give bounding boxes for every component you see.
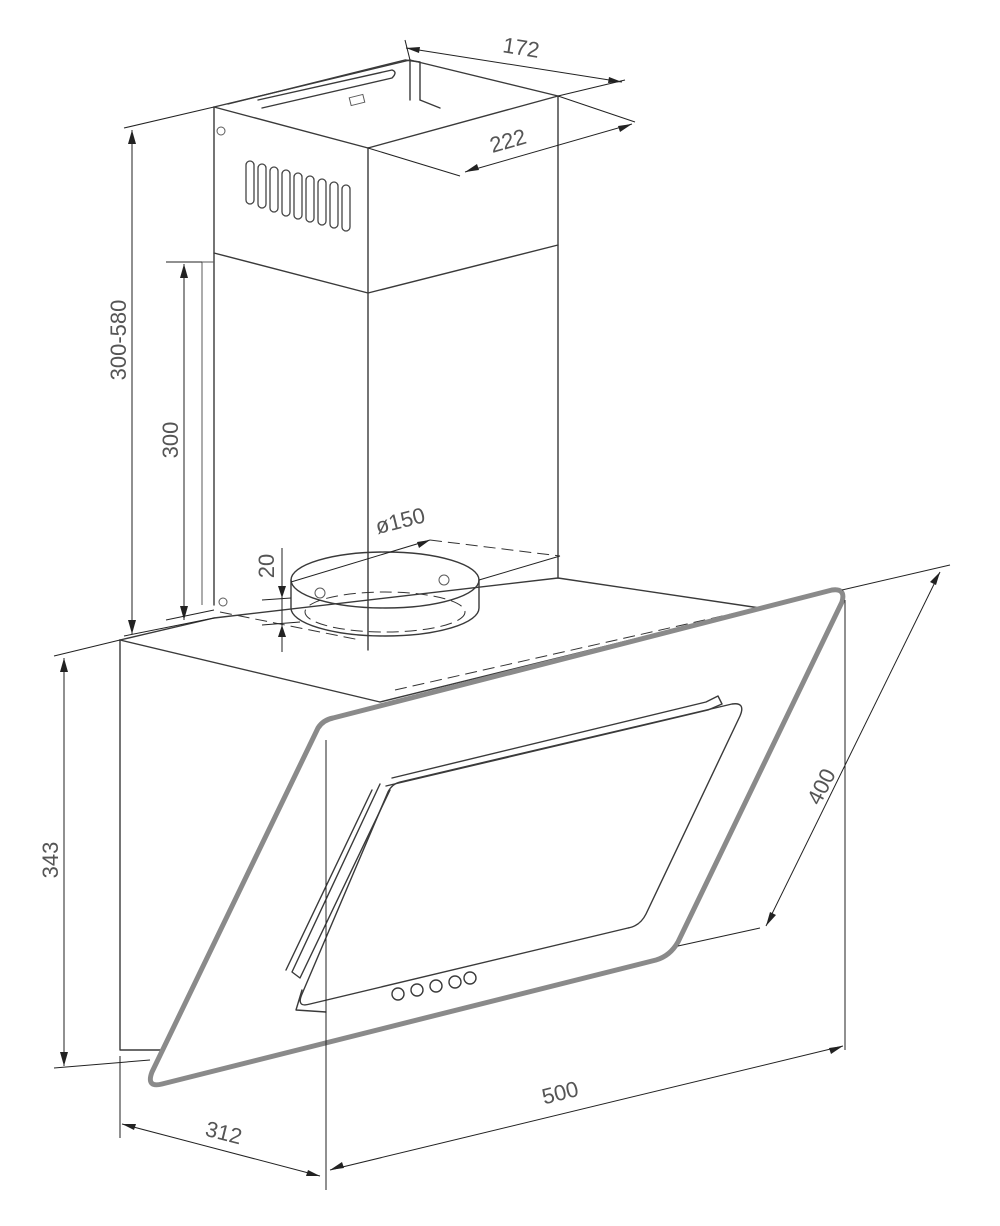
dimension-312-label: 312 <box>203 1116 245 1149</box>
dimension-diameter-150-label: ø150 <box>373 503 428 539</box>
dimension-300-580: 300-580 <box>106 106 215 637</box>
air-outlet-collar <box>290 551 480 637</box>
filter-panel <box>285 695 743 1013</box>
dimension-20-label: 20 <box>254 554 279 578</box>
glass-panel <box>147 587 846 1088</box>
dimension-20: 20 <box>254 548 301 652</box>
dimension-300: 300 <box>158 261 215 621</box>
hood-body <box>119 577 761 1051</box>
dimension-172: 172 <box>404 32 626 97</box>
dimension-172-label: 172 <box>501 32 541 62</box>
vent-slots <box>245 160 351 232</box>
dimension-222-label: 222 <box>487 124 529 158</box>
dimension-diameter-150: ø150 <box>290 503 561 583</box>
lower-chimney <box>201 244 559 651</box>
dimension-400-label: 400 <box>802 765 841 809</box>
dimension-400: 400 <box>677 564 951 947</box>
dimension-500-label: 500 <box>539 1076 581 1109</box>
dimension-300-label: 300 <box>158 422 183 459</box>
control-knobs <box>391 971 477 1001</box>
dimension-300-580-label: 300-580 <box>106 300 131 381</box>
dimension-343: 343 <box>38 639 151 1069</box>
dimension-343-label: 343 <box>38 842 63 879</box>
dimension-222: 222 <box>367 95 636 177</box>
